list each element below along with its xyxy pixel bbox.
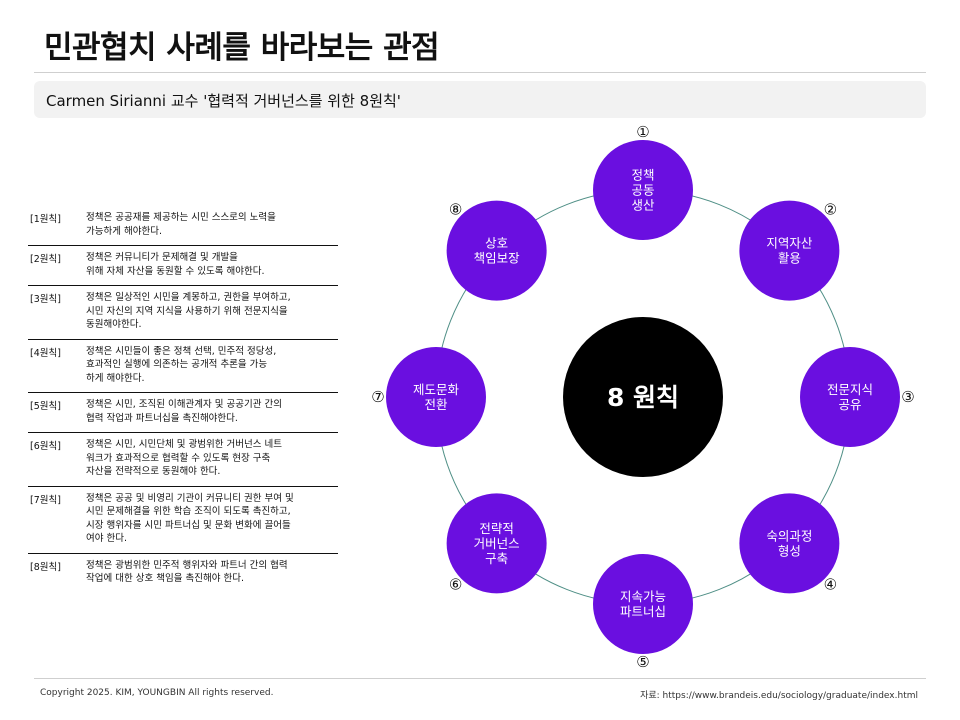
node-number: ① (636, 123, 649, 141)
principle-tag: [3원칙] (30, 294, 61, 305)
principles-list: [1원칙] 정책은 공공재를 제공하는 시민 스스로의 노력을 가능하게 해야한다… (28, 206, 338, 593)
node-label: 제도문화 (413, 382, 460, 397)
subtitle-bar: Carmen Sirianni 교수 '협력적 거버넌스를 위한 8원칙' (34, 81, 926, 118)
principle-tag: [6원칙] (30, 441, 61, 452)
principle-4: [4원칙] 정책은 시민들이 좋은 정책 선택, 민주적 정당성, 효과적인 실행… (28, 340, 338, 393)
principle-tag: [4원칙] (30, 347, 61, 359)
principle-7: [7원칙] 정책은 공공 및 비영리 기관이 커뮤니티 권한 부여 및 시민 문제… (28, 487, 338, 554)
principle-node-7 (386, 347, 486, 447)
principle-tag: [2원칙] (30, 254, 61, 265)
node-label: 공동 (631, 183, 654, 198)
node-number: ⑦ (371, 388, 384, 406)
node-label: 전략적 (479, 521, 514, 536)
principle-tag: [5원칙] (30, 401, 61, 412)
principle-node-5 (593, 554, 693, 654)
node-label: 상호 (485, 236, 508, 251)
node-label: 파트너십 (620, 604, 666, 619)
node-label: 거버넌스 (474, 536, 520, 551)
node-number: ② (824, 201, 837, 219)
principle-2: [2원칙] 정책은 커뮤니티가 문제해결 및 개발을 위해 자체 자산을 동원할 … (28, 246, 338, 286)
principle-text: 정책은 시민, 시민단체 및 광범위한 거버넌스 네트 워크가 효과적으로 협력… (86, 439, 282, 477)
node-label: 활용 (778, 251, 801, 266)
node-label: 형성 (778, 543, 801, 558)
node-number: ④ (824, 575, 837, 593)
principle-node-6 (446, 493, 547, 594)
node-number: ⑧ (449, 201, 462, 219)
principle-text: 정책은 시민들이 좋은 정책 선택, 민주적 정당성, 효과적인 실행에 의존하… (86, 345, 277, 384)
title-divider (34, 72, 926, 73)
node-label: 책임보장 (474, 251, 521, 266)
source-text: 자료: https://www.brandeis.edu/sociology/g… (640, 691, 918, 701)
node-label: 지속가능 (620, 589, 666, 604)
principle-3: [3원칙] 정책은 일상적인 시민을 계몽하고, 권한을 부여하고, 시민 자신의… (28, 286, 338, 340)
page-title: 민관협치 사례를 바라보는 관점 (44, 30, 440, 66)
subtitle: Carmen Sirianni 교수 '협력적 거버넌스를 위한 8원칙' (46, 92, 401, 110)
principle-node-8 (446, 200, 547, 301)
principle-node-4 (739, 493, 840, 594)
node-label: 전문지식 (827, 382, 873, 397)
node-label: 전환 (424, 397, 448, 412)
node-number: ⑥ (449, 575, 462, 593)
principle-text: 정책은 시민, 조직된 이해관계자 및 공공기관 간의 협력 작업과 파트너십을… (86, 399, 282, 424)
principle-text: 정책은 공공재를 제공하는 시민 스스로의 노력을 가능하게 해야한다. (86, 212, 276, 237)
node-label: 지역자산 (766, 236, 813, 251)
principle-tag: [8원칙] (30, 561, 61, 573)
principle-node-2 (739, 200, 840, 301)
principle-tag: [7원칙] (30, 494, 61, 506)
principle-node-3 (800, 347, 900, 447)
center-label: 8 원칙 (607, 383, 679, 412)
principle-text: 정책은 공공 및 비영리 기관이 커뮤니티 권한 부여 및 시민 문제해결을 위… (86, 492, 294, 545)
node-label: 공유 (838, 397, 861, 412)
copyright-text: Copyright 2025. KIM, YOUNGBIN All rights… (40, 688, 274, 698)
node-label: 숙의과정 (766, 528, 812, 543)
node-number: ③ (901, 388, 914, 406)
node-number: ⑤ (636, 653, 649, 671)
principle-text: 정책은 커뮤니티가 문제해결 및 개발을 위해 자체 자산을 동원할 수 있도록… (86, 252, 265, 277)
principle-1: [1원칙] 정책은 공공재를 제공하는 시민 스스로의 노력을 가능하게 해야한다… (28, 206, 338, 246)
footer-divider (34, 678, 926, 679)
principle-node-1 (593, 140, 693, 240)
principle-8: [8원칙] 정책은 광범위한 민주적 행위자와 파트너 간의 협력 작업에 대한 … (28, 554, 338, 593)
principle-5: [5원칙] 정책은 시민, 조직된 이해관계자 및 공공기관 간의 협력 작업과 … (28, 393, 338, 433)
node-label: 정책 (631, 168, 654, 183)
principle-text: 정책은 일상적인 시민을 계몽하고, 권한을 부여하고, 시민 자신의 지역 지… (86, 292, 291, 330)
principle-tag: [1원칙] (30, 214, 61, 225)
center-circle (563, 317, 723, 477)
node-label: 구축 (485, 551, 508, 566)
principle-6: [6원칙] 정책은 시민, 시민단체 및 광범위한 거버넌스 네트 워크가 효과적… (28, 433, 338, 487)
node-label: 생산 (631, 198, 655, 213)
principle-text: 정책은 광범위한 민주적 행위자와 파트너 간의 협력 작업에 대한 상호 책임… (86, 559, 288, 585)
